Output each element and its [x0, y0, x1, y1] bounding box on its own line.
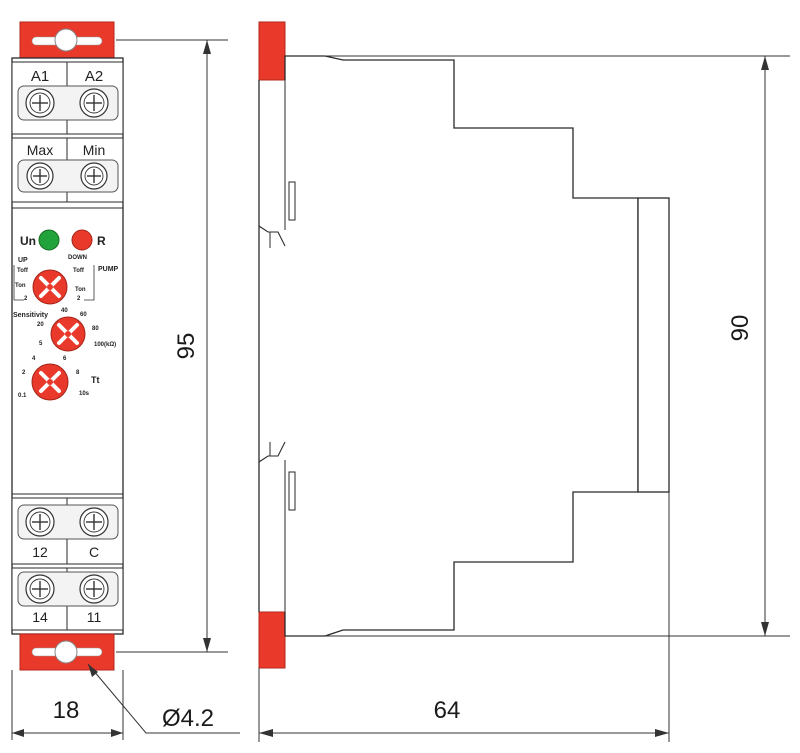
latch-slot-bottom — [288, 471, 296, 511]
terminal-block-power: A1 A2 — [11, 61, 124, 135]
front-cover-profile — [637, 197, 670, 493]
mounting-hole-icon — [54, 640, 78, 664]
din-rail-notch-top — [258, 225, 286, 247]
mode-mark-1: Toff — [17, 268, 29, 274]
dimension-hole-diameter: Ø4.2 — [162, 705, 214, 732]
relay-indicator-label: R — [97, 234, 106, 248]
sensitivity-mark-60: 60 — [80, 312, 87, 318]
terminal-label-a1: A1 — [31, 68, 49, 85]
terminal-screw-14[interactable] — [25, 574, 55, 604]
terminal-label-c: C — [89, 544, 99, 560]
mode-mark-6: 2 — [77, 296, 81, 302]
mode-pump-label: PUMP — [98, 266, 119, 273]
mode-knob-group: UP DOWN PUMP Toff Toff Ton Ton 2 2 — [13, 255, 119, 305]
terminal-block-contact-2: 14 11 — [11, 567, 124, 631]
mode-mark-4: Ton — [75, 287, 86, 293]
terminal-label-min: Min — [83, 142, 106, 158]
time-mark-0-1: 0.1 — [18, 393, 27, 399]
power-led-icon — [38, 229, 60, 251]
sensitivity-mark-5: 5 — [39, 341, 43, 347]
terminal-screw-c[interactable] — [79, 507, 109, 537]
terminal-label-a2: A2 — [85, 68, 103, 85]
side-dimensions — [258, 55, 790, 742]
terminal-screw-a1[interactable] — [25, 88, 55, 118]
dimension-total-height: 95 — [173, 333, 200, 360]
mode-mark-3: Ton — [15, 283, 26, 289]
terminal-screw-12[interactable] — [25, 507, 55, 537]
terminal-label-12: 12 — [32, 544, 48, 560]
terminal-screw-11[interactable] — [79, 574, 109, 604]
time-mark-4: 4 — [32, 356, 36, 362]
dimension-body-height: 90 — [727, 315, 754, 342]
mode-down-label: DOWN — [68, 255, 87, 261]
top-mounting-clip — [19, 21, 115, 59]
sensitivity-knob[interactable] — [50, 316, 86, 352]
time-mark-6: 6 — [63, 356, 67, 362]
sensitivity-mark-40: 40 — [61, 308, 68, 314]
status-indicators: Un R — [20, 229, 106, 251]
sensitivity-knob-group: Sensitivity 40 60 20 80 5 100(kΩ) — [13, 308, 116, 352]
side-housing-outline — [284, 55, 639, 637]
din-rail-notch-bottom — [258, 441, 286, 463]
terminal-screw-min[interactable] — [80, 162, 108, 190]
mode-selector-knob[interactable] — [32, 269, 68, 305]
time-delay-knob[interactable] — [31, 363, 69, 401]
sensitivity-mark-80: 80 — [92, 326, 99, 332]
terminal-screw-a2[interactable] — [79, 88, 109, 118]
mode-up-label: UP — [18, 257, 28, 264]
front-view: A1 A2 Max Min — [11, 21, 124, 671]
mode-mark-2: Toff — [73, 268, 85, 274]
bottom-mounting-clip — [19, 633, 115, 671]
terminal-block-probe: Max Min — [11, 137, 124, 203]
front-dimensions — [11, 39, 240, 740]
terminal-label-11: 11 — [87, 609, 102, 625]
terminal-block-contact-1: 12 C — [11, 497, 124, 565]
mode-mark-5: 2 — [24, 296, 28, 302]
terminal-label-max: Max — [27, 142, 53, 158]
side-view — [258, 21, 670, 669]
relay-led-icon — [71, 229, 93, 251]
sensitivity-mark-20: 20 — [37, 322, 44, 328]
dimension-width: 18 — [53, 697, 80, 724]
time-mark-2: 2 — [22, 370, 26, 376]
sensitivity-mark-100: 100(kΩ) — [94, 342, 116, 348]
latch-slot-top — [288, 181, 296, 221]
power-indicator-label: Un — [20, 234, 36, 248]
time-knob-label: Tt — [91, 375, 100, 385]
side-bottom-clip — [258, 611, 286, 669]
dimension-depth: 64 — [434, 697, 461, 724]
time-mark-10s: 10s — [79, 391, 90, 397]
terminal-screw-max[interactable] — [26, 162, 54, 190]
terminal-label-14: 14 — [32, 609, 48, 625]
sensitivity-label: Sensitivity — [13, 312, 48, 319]
time-knob-group: 4 6 2 8 Tt 0.1 10s — [18, 356, 100, 401]
side-top-clip — [258, 21, 286, 81]
time-mark-8: 8 — [76, 370, 80, 376]
